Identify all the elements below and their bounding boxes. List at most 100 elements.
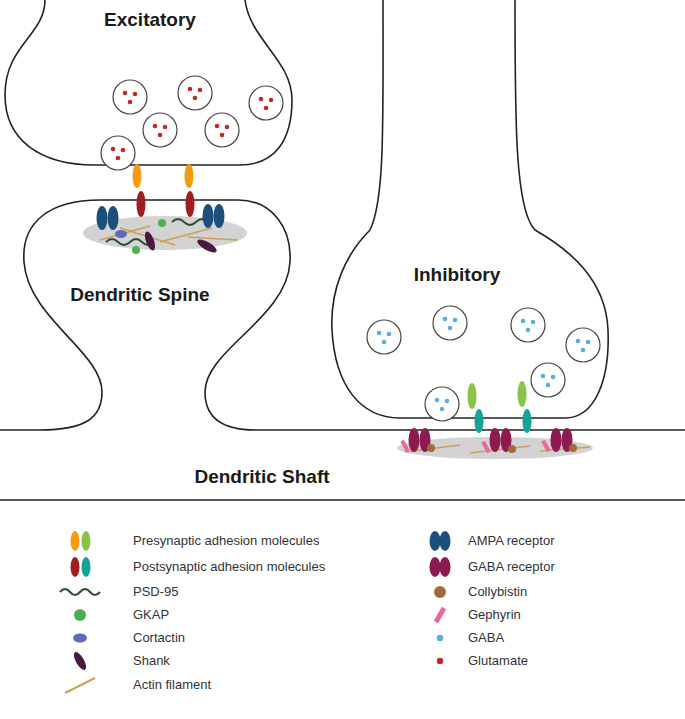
psd95-protein bbox=[172, 219, 208, 225]
legend-swatch bbox=[55, 603, 105, 627]
synaptic-vesicle bbox=[249, 86, 283, 120]
postsynaptic-adhesion bbox=[186, 191, 195, 217]
presynaptic-adhesion bbox=[133, 164, 142, 188]
membrane-outline bbox=[0, 430, 685, 500]
legend-symbol bbox=[440, 557, 451, 577]
actin-filament bbox=[160, 228, 212, 242]
ampa-receptor bbox=[97, 206, 108, 230]
membrane-outline bbox=[24, 200, 290, 430]
postsynaptic-adhesion bbox=[475, 409, 484, 433]
collybistin-protein bbox=[569, 444, 577, 452]
legend-label: AMPA receptor bbox=[468, 533, 554, 549]
ampa-receptor bbox=[214, 204, 225, 228]
dendritic-spine: Dendritic Spine bbox=[20, 195, 295, 435]
gephyrin-protein bbox=[400, 440, 409, 452]
synaptic-vesicle bbox=[143, 113, 177, 147]
synaptic-vesicle bbox=[113, 80, 147, 114]
ampa-receptor bbox=[108, 206, 119, 230]
legend-symbol bbox=[430, 531, 441, 551]
presynaptic-adhesion bbox=[185, 164, 194, 188]
gaba-receptor bbox=[562, 428, 573, 452]
node-outline bbox=[20, 195, 295, 435]
legend-symbol bbox=[82, 531, 91, 551]
legend-symbol bbox=[434, 607, 446, 623]
actin-filament bbox=[540, 447, 590, 451]
legend-symbol bbox=[437, 635, 443, 641]
postsynaptic-adhesion bbox=[523, 409, 532, 433]
legend-swatch bbox=[415, 555, 465, 579]
actin-filament bbox=[120, 228, 175, 245]
gaba-receptor bbox=[409, 428, 420, 452]
node-label: Inhibitory bbox=[367, 264, 547, 286]
gaba-receptor bbox=[501, 428, 512, 452]
synaptic-vesicle bbox=[531, 363, 565, 397]
legend-symbol bbox=[60, 589, 100, 595]
node-label: Dendritic Spine bbox=[40, 284, 240, 306]
legend-swatch bbox=[55, 529, 105, 553]
legend-label: PSD-95 bbox=[133, 584, 179, 600]
membrane-outline bbox=[5, 0, 292, 165]
synaptic-vesicle bbox=[367, 320, 401, 354]
actin-filament bbox=[470, 446, 530, 453]
legend-symbol bbox=[65, 678, 95, 693]
legend-label: GABA receptor bbox=[468, 559, 555, 575]
legend-swatch bbox=[55, 626, 105, 650]
legend-symbol bbox=[73, 634, 87, 643]
postsynaptic-adhesion bbox=[137, 191, 146, 217]
legend-symbol bbox=[434, 586, 446, 598]
legend-label: GABA bbox=[468, 630, 504, 646]
synaptic-vesicle bbox=[178, 76, 212, 110]
ampa-receptor bbox=[203, 204, 214, 228]
gephyrin-protein bbox=[541, 440, 550, 452]
postsynaptic-density bbox=[83, 216, 247, 250]
legend-symbol bbox=[437, 658, 443, 664]
legend-swatch bbox=[415, 529, 465, 553]
legend-swatch bbox=[415, 626, 465, 650]
legend-symbol bbox=[82, 557, 91, 577]
legend-swatch bbox=[415, 580, 465, 604]
legend-label: Glutamate bbox=[468, 653, 528, 669]
legend-swatch bbox=[415, 603, 465, 627]
legend-label: Cortactin bbox=[133, 630, 185, 646]
node-label: Dendritic Shaft bbox=[152, 466, 372, 488]
synaptic-vesicle bbox=[433, 306, 467, 340]
legend-label: Collybistin bbox=[468, 584, 527, 600]
synaptic-vesicle bbox=[205, 113, 239, 147]
synaptic-vesicle bbox=[511, 308, 545, 342]
fusing-vesicle bbox=[425, 387, 459, 421]
legend-label: Actin filament bbox=[133, 677, 211, 693]
node-label: Excitatory bbox=[60, 9, 240, 31]
gephyrin-protein bbox=[481, 441, 490, 453]
presynaptic-adhesion bbox=[518, 381, 527, 407]
synaptic-vesicle bbox=[566, 328, 600, 362]
gaba-receptor bbox=[420, 428, 431, 452]
legend-label: Presynaptic adhesion molecules bbox=[133, 533, 319, 549]
presynaptic-terminal: Excitatory bbox=[0, 0, 295, 170]
legend-symbol bbox=[72, 650, 89, 671]
legend-symbol bbox=[71, 557, 80, 577]
gaba-receptor bbox=[551, 428, 562, 452]
gkap-protein bbox=[132, 246, 140, 254]
actin-filament bbox=[100, 226, 150, 240]
cortactin-protein bbox=[115, 230, 127, 238]
legend-swatch bbox=[415, 649, 465, 673]
node-outline bbox=[0, 430, 685, 500]
legend-swatch bbox=[55, 555, 105, 579]
gaba-receptor bbox=[490, 428, 501, 452]
presynaptic-adhesion bbox=[468, 383, 477, 409]
membrane-outline bbox=[332, 0, 608, 418]
postsynaptic-scaffold bbox=[397, 437, 593, 459]
actin-filament bbox=[405, 445, 460, 452]
legend-label: Gephyrin bbox=[468, 607, 521, 623]
shank-protein bbox=[143, 230, 157, 252]
collybistin-protein bbox=[427, 444, 435, 452]
legend-symbol bbox=[74, 609, 86, 621]
legend-symbol bbox=[430, 557, 441, 577]
shank-protein bbox=[195, 237, 218, 255]
legend-swatch bbox=[55, 580, 105, 604]
